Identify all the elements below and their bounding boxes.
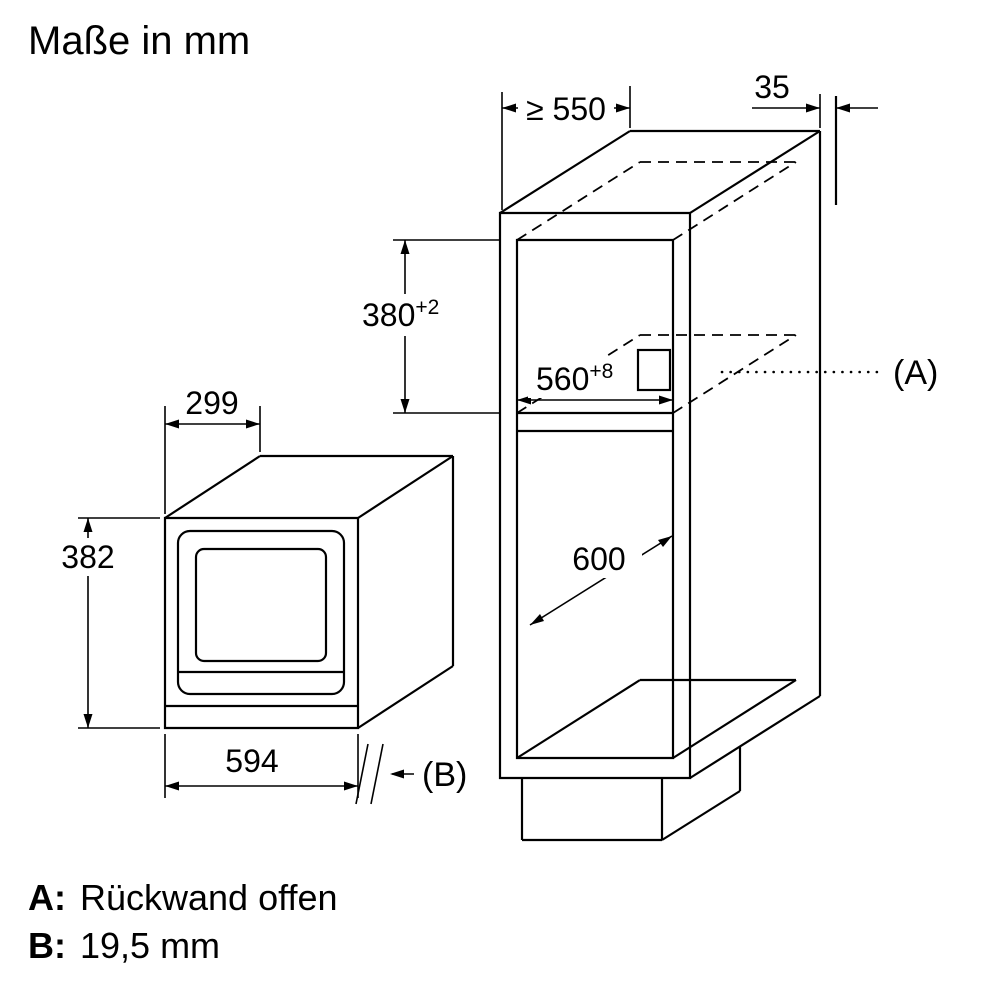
niche-width-value: 560 [536,361,589,397]
arrowhead [530,614,544,625]
cabinet-drawing [498,96,838,842]
dim-label-mw-depth: 299 [185,385,238,421]
arrowhead [836,103,850,113]
arrowhead [83,714,93,728]
arrowhead [246,419,260,429]
callout-a-label: (A) [893,354,938,392]
arrowhead [517,395,531,405]
label-backgrounds [56,88,642,578]
arrowhead [390,769,404,779]
arrowhead [616,103,630,113]
socket-cutout [636,348,672,392]
arrowhead [659,395,673,405]
arrowhead [165,419,179,429]
niche-height-tolerance: +2 [415,296,439,319]
arrowhead [806,103,820,113]
dim-label-niche-height: 380+2 [362,296,439,333]
dimension-lines [78,86,886,805]
niche-height-value: 380 [362,297,415,333]
dim-label-rear-gap: 35 [754,69,790,105]
arrowhead [400,240,410,254]
arrowhead [83,518,93,532]
arrowhead [344,781,358,791]
legend-line-a: A: Rückwand offen [28,877,338,918]
callout-b-label: (B) [422,756,467,794]
dim-mw-depth [164,406,261,514]
dim-label-mw-height: 382 [61,539,114,575]
legend-a-key: A: [28,877,66,918]
dim-label-niche-width: 560+8 [536,360,613,397]
legend-b-text: 19,5 mm [80,925,220,966]
legend-a-text: Rückwand offen [80,877,338,918]
microwave-door [176,529,346,696]
arrowhead [502,103,516,113]
dim-base-depth [529,535,673,626]
legend-line-b: B: 19,5 mm [28,925,220,966]
page-title: Maße in mm [28,19,250,63]
microwave-drawing [163,454,455,730]
callout-b-marks [355,743,414,805]
dim-label-depth-min: ≥ 550 [526,91,606,127]
arrowhead [658,536,672,547]
arrowhead [165,781,179,791]
dim-mw-width [164,734,359,798]
arrowhead [400,399,410,413]
cabinet-outline [498,96,838,842]
legend-b-key: B: [28,925,66,966]
dim-label-mw-width: 594 [225,743,278,779]
microwave-door-window [194,547,328,663]
niche-width-tolerance: +8 [589,360,613,383]
dim-label-base-depth: 600 [572,541,625,577]
